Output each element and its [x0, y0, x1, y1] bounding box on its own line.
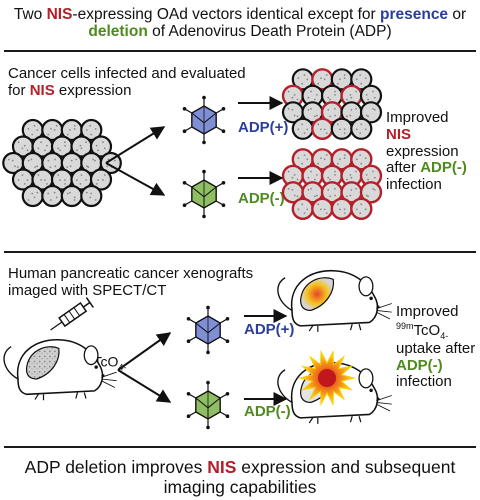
panel1-result: Improved NIS expression after ADP(-) inf… — [386, 109, 467, 194]
cell — [350, 68, 373, 91]
cell — [291, 117, 314, 140]
panel-divider — [4, 251, 476, 253]
virus-adp-plus-icon — [186, 305, 230, 355]
cell — [350, 117, 373, 140]
cell — [359, 181, 383, 204]
cell — [41, 184, 64, 208]
cell-clusters — [2, 68, 383, 221]
adp-minus-cell-cluster — [281, 148, 383, 221]
cell — [359, 101, 383, 124]
branch-arrow-down-1 — [105, 162, 166, 196]
branch-arrow-down-2 — [117, 369, 172, 403]
panel2-result: Improved 99mTcO4- uptake after ADP(-) in… — [396, 303, 476, 391]
cell — [311, 117, 334, 141]
panel1-label-adp-minus: ADP(-) — [238, 190, 285, 207]
footer-conclusion: ADP deletion improves NIS expression and… — [24, 457, 456, 497]
header-title: Two NIS-expressing OAd vectors identical… — [13, 6, 467, 41]
syringe-icon — [50, 297, 94, 331]
virus-adp-minus-icon — [186, 380, 230, 430]
branch-arrow-up-2 — [117, 332, 172, 371]
panel1-title: Cancer cells infected and evaluated for … — [8, 65, 246, 99]
branch-arrow-up-1 — [105, 126, 166, 164]
cell — [21, 184, 44, 208]
virus-adp-plus-icon — [182, 95, 226, 145]
cell — [311, 197, 334, 221]
cell — [80, 118, 103, 142]
mouse-adp-minus-icon — [277, 349, 392, 424]
panel1-label-adp-plus: ADP(+) — [238, 119, 289, 136]
mouse-xenograft-icon — [3, 339, 117, 401]
cell — [330, 117, 353, 140]
cell — [89, 135, 113, 158]
footer-divider — [4, 446, 476, 448]
cell — [350, 148, 373, 171]
header-divider — [4, 50, 476, 52]
panel2-title: Human pancreatic cancer xenografts image… — [8, 265, 254, 299]
panel2-label-adp-plus: ADP(+) — [244, 321, 295, 338]
cell — [80, 184, 103, 208]
cell — [60, 184, 83, 208]
cell — [291, 197, 314, 221]
adp-plus-cell-cluster — [281, 68, 383, 141]
uninfected-cell-cluster — [2, 118, 122, 208]
cell — [330, 197, 353, 221]
cell — [350, 197, 373, 221]
virus-adp-minus-icon — [182, 169, 226, 219]
mouse-adp-plus-icon — [277, 270, 392, 332]
cell — [89, 168, 113, 191]
panel2-label-adp-minus: ADP(-) — [244, 403, 291, 420]
